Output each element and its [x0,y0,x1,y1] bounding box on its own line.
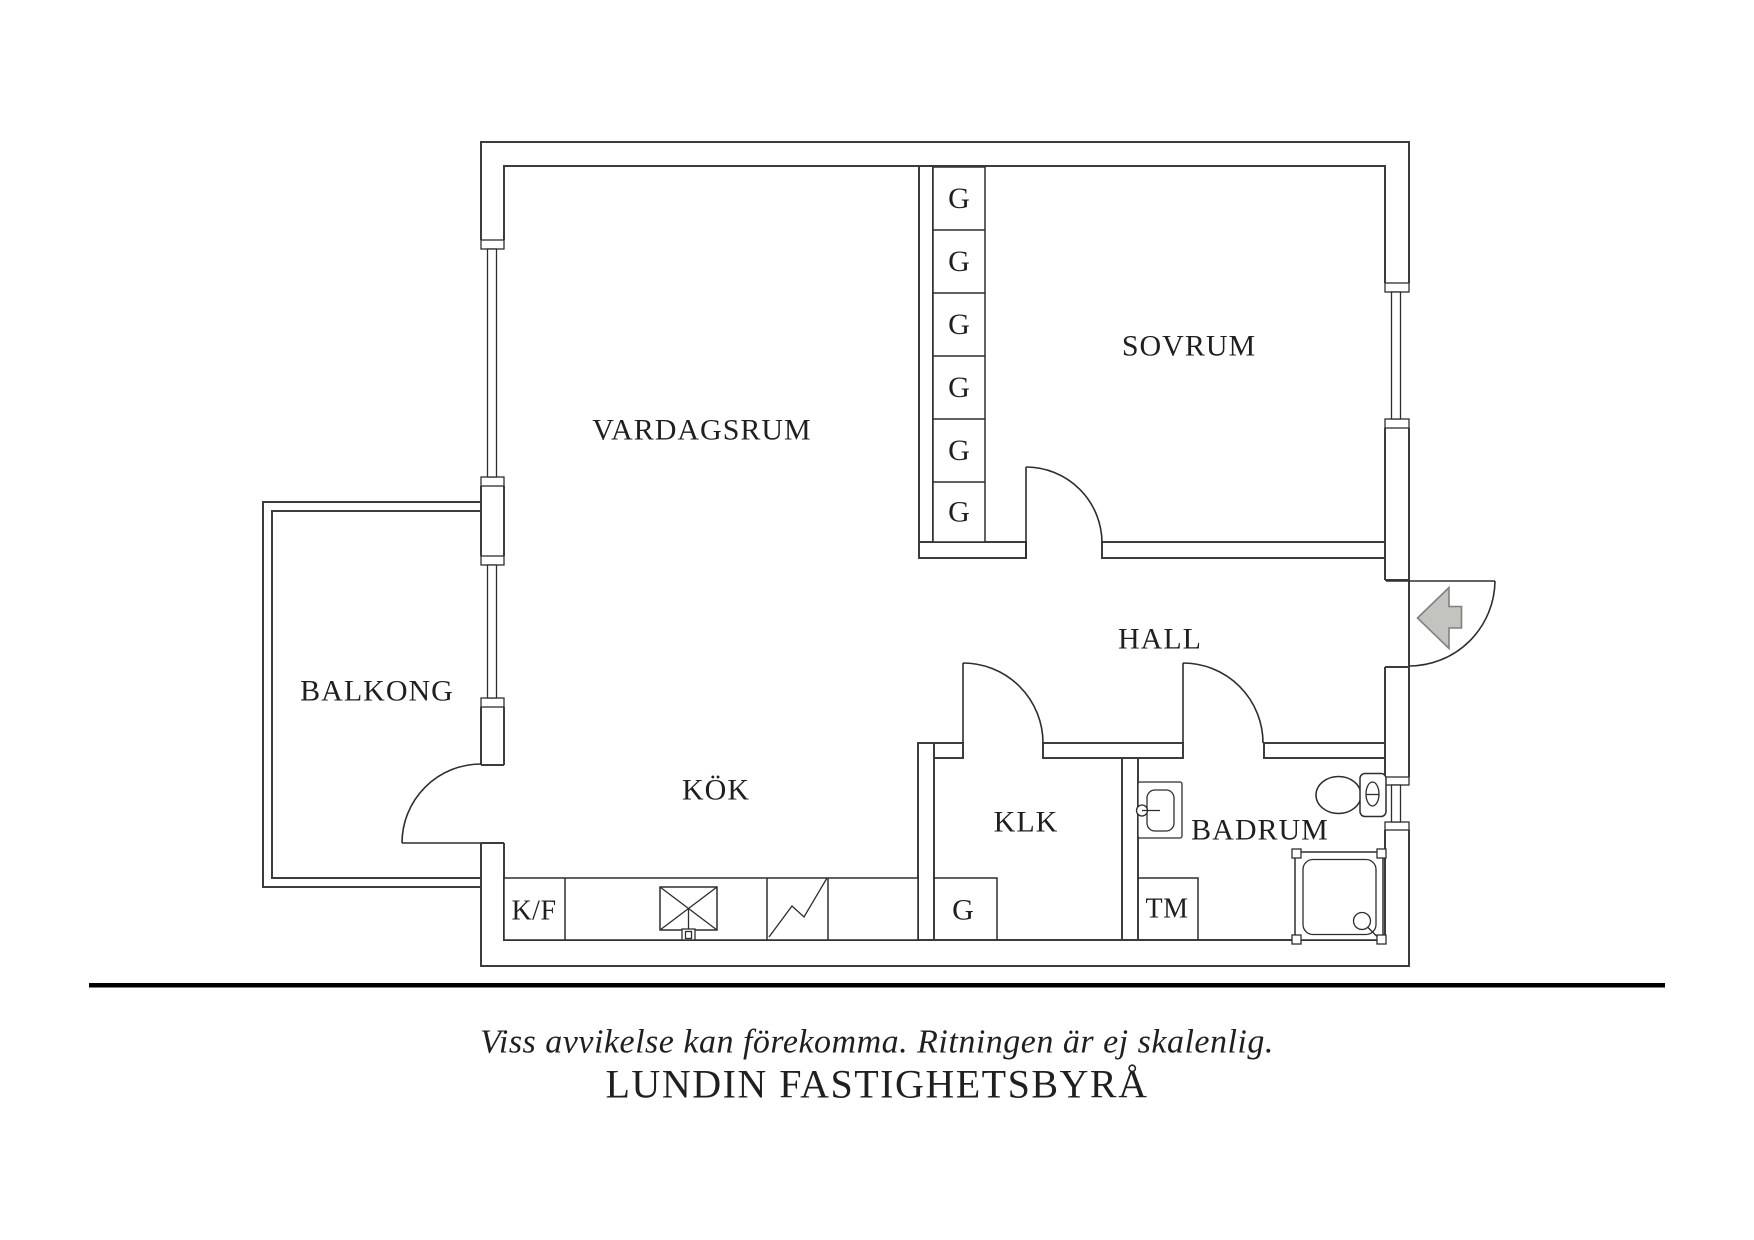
shower [1291,848,1387,945]
room-label-klk: KLK [994,806,1059,839]
klk-wardrobe-box: G [933,877,998,940]
klk-wardrobe-label: G [952,894,974,927]
balcony-door-cut [479,765,506,843]
vardagsrum-window [480,239,505,487]
balcony-door [401,763,482,844]
wall-badrum-north [1263,742,1386,759]
divider-rule [89,983,1665,988]
sovrum-door [1025,466,1103,558]
klk-door [962,662,1044,744]
room-label-kok: KÖK [682,774,750,807]
balcony-railing [262,501,481,888]
wardrobe-cell-label: G [948,434,970,467]
washing-machine-label: TM [1146,894,1189,925]
wardrobe-cell-label: G [948,182,970,215]
wall-vardagsrum-east [918,165,934,559]
wall-kok-klk [917,742,935,941]
toilet [1315,772,1387,818]
wardrobe-cell-label: G [948,308,970,341]
room-label-hall: HALL [1118,623,1202,656]
wall-sovrum-south-left [918,541,1027,559]
kitchen-counter: K/F [503,877,919,941]
room-label-badrum: BADRUM [1191,814,1329,847]
entrance-arrow-icon [1416,585,1463,651]
room-labels: VARDAGSRUM SOVRUM BALKONG KÖK HALL KLK B… [300,330,1329,847]
wardrobe-column: G G G G G G [932,166,986,543]
wall-klk-north-left [933,742,964,759]
bathroom-sink [1135,781,1183,839]
company-name: LUNDIN FASTIGHETSBYRÅ [606,1062,1149,1107]
wardrobe-cell-label: G [948,371,970,404]
disclaimer-text: Viss avvikelse kan förekomma. Ritningen … [480,1024,1274,1061]
room-label-balkong: BALKONG [300,675,454,708]
fridge-freezer-label: K/F [511,896,556,927]
room-label-vardagsrum: VARDAGSRUM [592,414,812,447]
wall-klk-north-right [1042,742,1184,759]
wardrobe-cell-label: G [948,245,970,278]
wall-sovrum-south-right [1101,541,1386,559]
badrum-window [1384,776,1410,831]
counter-zigzag-symbol [768,877,828,938]
kok-window [480,555,505,708]
room-label-sovrum: SOVRUM [1122,330,1256,363]
footer: Viss avvikelse kan förekomma. Ritningen … [89,983,1665,1107]
wardrobe-cell-label: G [948,496,970,529]
entrance-door [1386,580,1496,667]
entrance-cut [1383,580,1406,667]
counter-sink-symbol [659,886,718,941]
washing-machine-box: TM [1138,877,1199,940]
opening-caps [481,579,1409,844]
wall-klk-badrum [1121,757,1139,941]
sovrum-window [1384,282,1410,429]
badrum-door [1182,662,1264,744]
